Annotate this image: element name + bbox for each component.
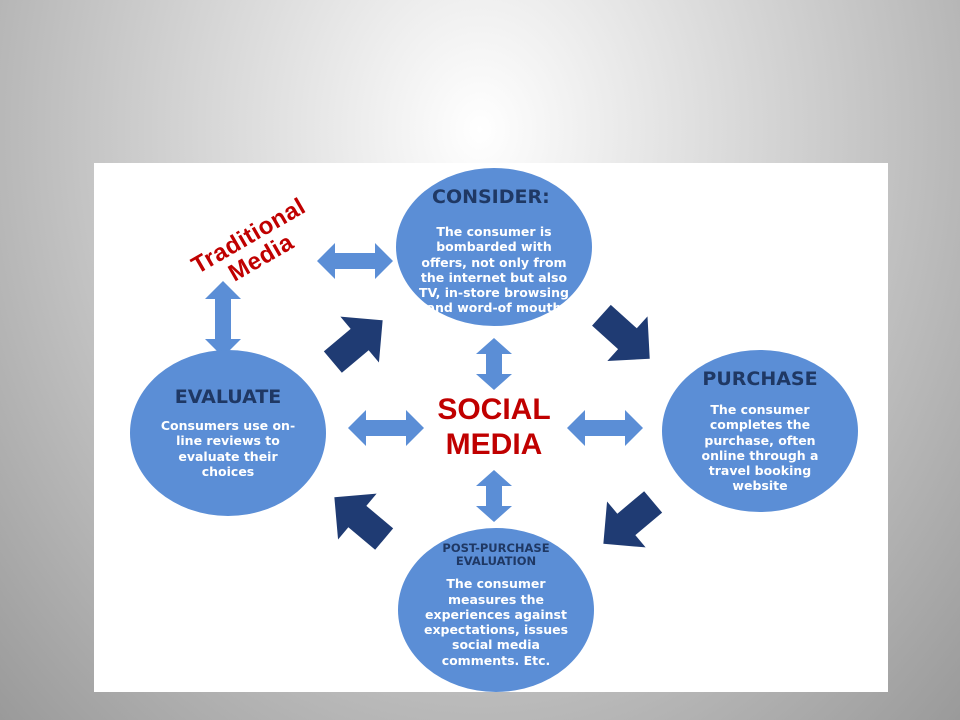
consider-node: CONSIDER: The consumer is bombarded with…: [396, 168, 592, 326]
post-purchase-node: POST-PURCHASE EVALUATION The consumer me…: [398, 528, 594, 692]
purchase-node: PURCHASE The consumer completes the purc…: [662, 350, 858, 512]
evaluate-body: Consumers use on-line reviews to evaluat…: [160, 418, 296, 479]
purchase-title: PURCHASE: [702, 368, 818, 390]
consider-body: The consumer is bombarded with offers, n…: [419, 224, 569, 316]
evaluate-title: EVALUATE: [174, 386, 282, 408]
social-media-label: SOCIAL MEDIA: [426, 392, 562, 463]
consider-title: CONSIDER:: [432, 186, 550, 208]
post-purchase-body: The consumer measures the experiences ag…: [423, 576, 569, 668]
social-media-line1: SOCIAL: [437, 393, 551, 426]
post-purchase-title: POST-PURCHASE EVALUATION: [442, 541, 550, 569]
social-media-line2: MEDIA: [445, 428, 543, 462]
purchase-body: The consumer completes the purchase, oft…: [701, 402, 819, 494]
evaluate-node: EVALUATE Consumers use on-line reviews t…: [130, 350, 326, 516]
